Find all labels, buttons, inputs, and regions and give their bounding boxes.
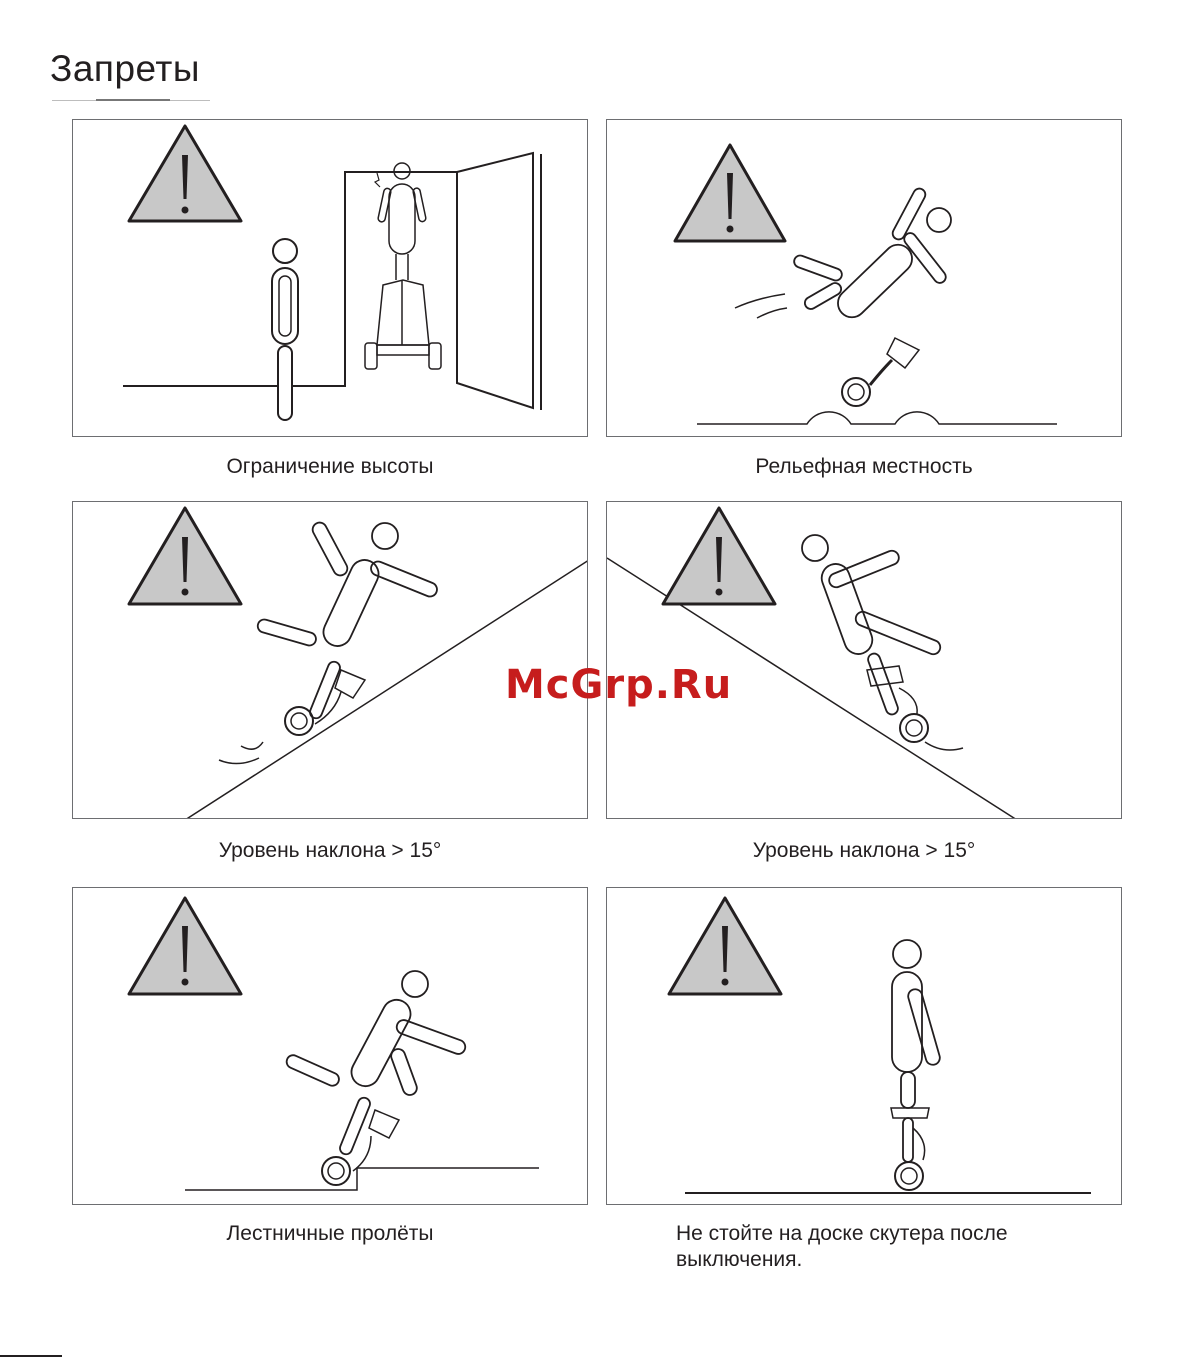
warning-triangle-icon <box>129 508 241 604</box>
panel-powered-off <box>606 887 1122 1205</box>
panel-downhill-slope <box>606 501 1122 819</box>
watermark-text: McGrp.Ru <box>505 662 732 708</box>
panel-stairs <box>72 887 588 1205</box>
warning-triangle-icon <box>129 126 241 221</box>
warning-triangle-icon <box>129 898 241 994</box>
caption-uphill-slope: Уровень наклона > 15° <box>72 838 588 864</box>
height-limit-doorway-illustration <box>73 120 588 437</box>
page-title: Запреты <box>50 48 200 90</box>
panel-bumpy-terrain <box>606 119 1122 437</box>
caption-downhill-slope: Уровень наклона > 15° <box>606 838 1122 864</box>
standing-on-powered-off-scooter-illustration <box>607 888 1122 1205</box>
panel-uphill-slope <box>72 501 588 819</box>
downhill-slope-illustration <box>607 502 1122 819</box>
panel-height-limit <box>72 119 588 437</box>
bumpy-terrain-illustration <box>607 120 1122 437</box>
title-underline-accent <box>96 99 170 101</box>
caption-stairs: Лестничные пролёты <box>72 1221 588 1247</box>
caption-bumpy-terrain: Рельефная местность <box>606 454 1122 480</box>
warning-triangle-icon <box>669 898 781 994</box>
caption-powered-off: Не стойте на доске скутера после выключе… <box>676 1221 1096 1273</box>
footer-rule <box>0 1355 62 1357</box>
warning-triangle-icon <box>663 508 775 604</box>
stairs-illustration <box>73 888 588 1205</box>
uphill-slope-illustration <box>73 502 588 819</box>
warning-triangle-icon <box>675 145 785 241</box>
caption-height-limit: Ограничение высоты <box>72 454 588 480</box>
